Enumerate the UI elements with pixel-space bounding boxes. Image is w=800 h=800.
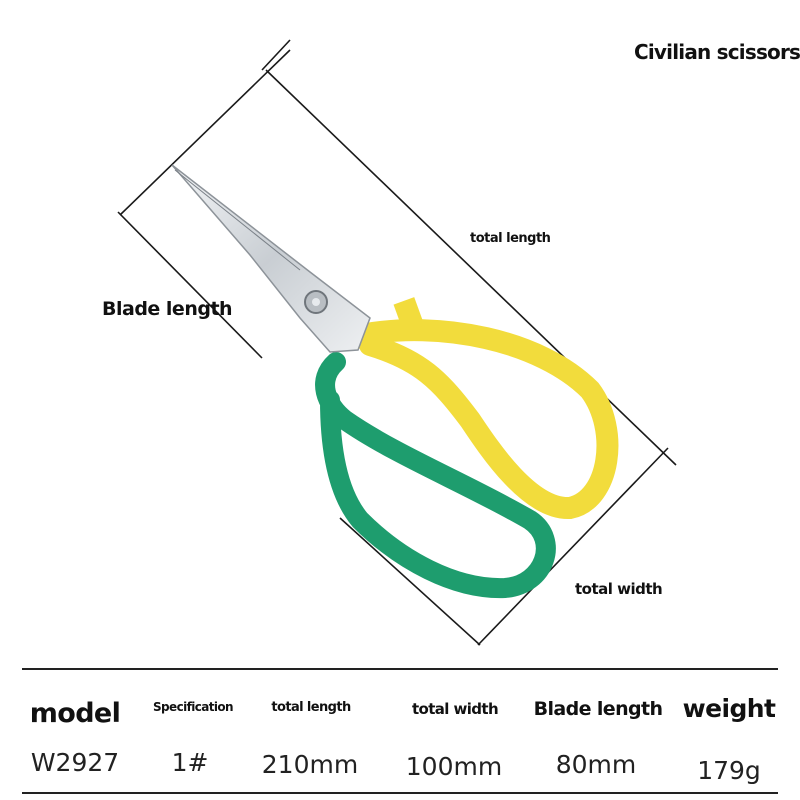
- header-model: model: [29, 698, 121, 729]
- blade-length-line: [119, 49, 291, 216]
- header-weight: weight: [682, 694, 776, 723]
- total-length-tick: [477, 447, 669, 646]
- header-specification: Specification: [153, 700, 234, 714]
- spec-table: model Specification total length total w…: [22, 668, 778, 794]
- scissors-image: [171, 164, 619, 599]
- blade-length-tick-top: [261, 39, 291, 71]
- value-total-length: 210mm: [261, 750, 359, 779]
- yellow-handle-end: [393, 297, 425, 333]
- value-model: W2927: [30, 748, 120, 777]
- value-weight: 179g: [697, 756, 761, 785]
- product-title: Civilian scissors: [634, 40, 800, 64]
- total-length-label: total length: [470, 231, 551, 246]
- value-blade-length: 80mm: [555, 750, 637, 779]
- header-total-width: total width: [411, 700, 499, 718]
- total-width-label: total width: [575, 580, 663, 598]
- value-specification: 1#: [171, 748, 209, 777]
- green-handle: [315, 352, 556, 599]
- yellow-handle: [349, 319, 619, 519]
- total-width-line: [339, 517, 481, 646]
- blade-length-tick-bottom: [117, 211, 263, 359]
- header-total-length: total length: [271, 700, 351, 715]
- value-total-width: 100mm: [405, 752, 503, 781]
- blade-length-label: Blade length: [102, 298, 233, 320]
- scissors-diagram: [117, 39, 677, 646]
- blade: [171, 164, 371, 353]
- header-blade-length: Blade length: [533, 698, 663, 720]
